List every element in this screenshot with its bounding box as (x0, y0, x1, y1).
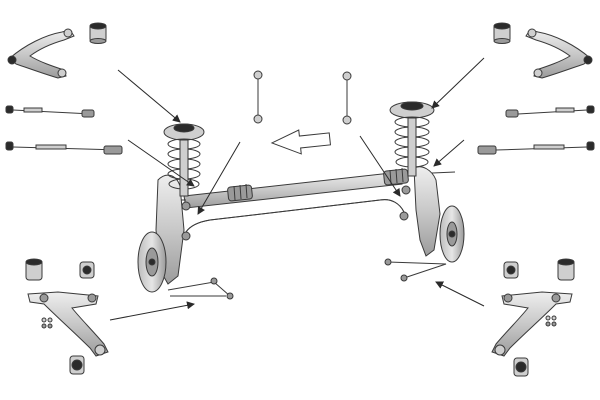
brake-disc-right (439, 205, 465, 263)
leader-arrow-icon (127, 139, 195, 187)
lower-arm-bushing-right-c (513, 357, 529, 377)
tie-rod-end-right (505, 105, 595, 118)
leader-arrows (109, 57, 485, 321)
upper-arm-bushing-right (493, 22, 511, 44)
coil-spring-strut-right (389, 101, 435, 177)
leader-arrow-icon (435, 281, 485, 307)
tie-rod-mounted-left (181, 201, 191, 241)
steering-rack (180, 167, 456, 209)
stabilizer-bar (185, 199, 405, 233)
leader-arrow-icon (433, 139, 465, 167)
tie-rod-end-left (5, 105, 95, 118)
coil-spring-strut-left (163, 123, 205, 197)
lower-control-arm-mounted-right (384, 258, 447, 282)
upper-control-arm-left (7, 28, 75, 79)
brake-disc-left (137, 231, 167, 293)
mounting-bolts-left (41, 317, 53, 329)
leader-arrow-icon (431, 57, 485, 109)
leader-arrow-icon (117, 69, 181, 123)
stabilizer-link-right (342, 71, 352, 125)
leader-arrow-icon (359, 135, 401, 197)
mounting-bolts-right (545, 315, 557, 327)
axial-tie-rod-right (477, 141, 595, 155)
knuckle-right (413, 166, 441, 257)
lower-control-arm-left (27, 291, 109, 357)
tie-rod-mounted-right (399, 185, 411, 221)
upper-control-arm-right (525, 28, 593, 79)
leader-arrow-icon (109, 301, 195, 321)
stabilizer-link-left (253, 70, 263, 124)
lower-control-arm-mounted-left (167, 277, 234, 300)
axial-tie-rod-left (5, 141, 123, 155)
rack-boot-left (227, 183, 253, 202)
lower-arm-bushing-left-a (25, 258, 43, 281)
upper-arm-bushing-left (89, 22, 107, 44)
lower-arm-bushing-left-b (79, 261, 95, 279)
lower-arm-bushing-right-b (557, 258, 575, 281)
direction-arrow-icon (270, 129, 332, 155)
lower-control-arm-right (491, 291, 573, 357)
leader-arrow-icon (197, 141, 241, 215)
lower-arm-bushing-right-a (503, 261, 519, 279)
lower-arm-bushing-left-c (69, 355, 85, 375)
